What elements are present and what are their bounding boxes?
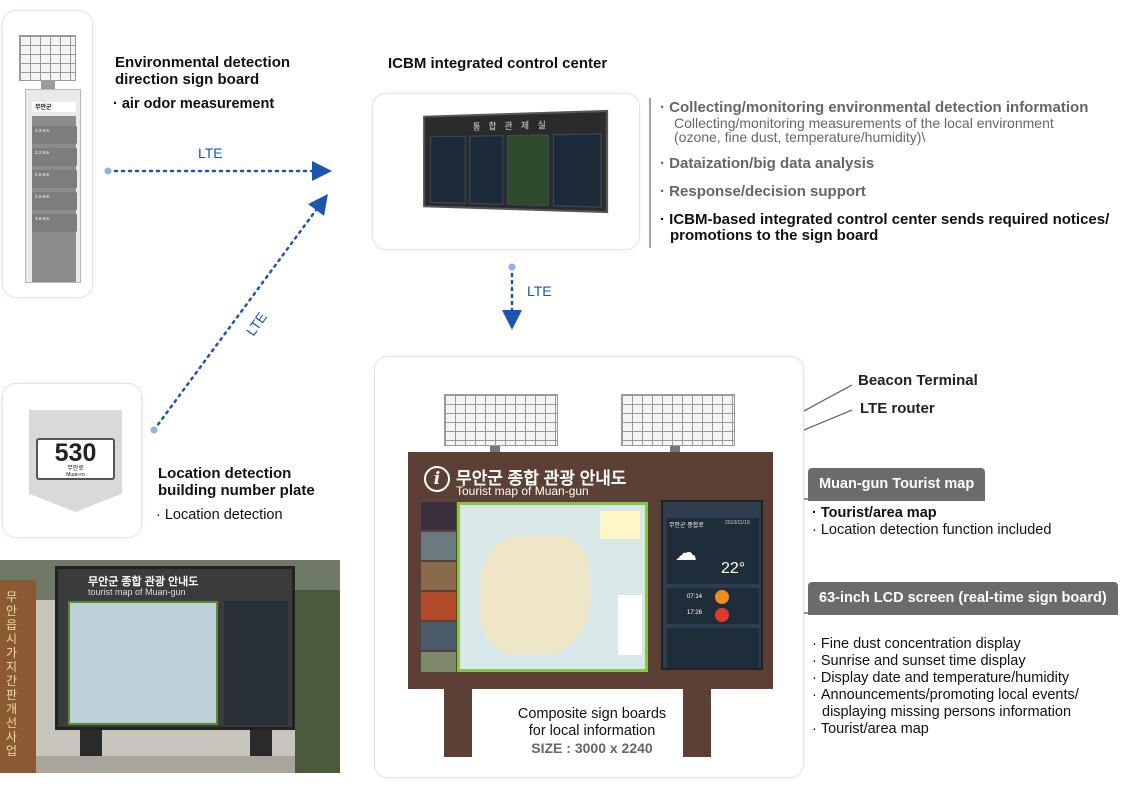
beacon-terminal-label: Beacon Terminal	[858, 372, 978, 389]
sign-post: 무안군 1.3 Km 2.2 Km 2.5 Km 2.9 Km 3.8 Km	[25, 89, 81, 283]
lcd-temp: 22°	[721, 560, 746, 577]
plate-title-2: building number plate	[158, 482, 315, 499]
building-number-plate: 530 무안로 Muan-ro	[29, 410, 122, 512]
lcd-tag: 63-inch LCD screen (real-time sign board…	[808, 582, 1118, 615]
board-caption: Composite sign boards for local informat…	[517, 706, 667, 756]
plate-road-en: Muan-ro	[66, 472, 85, 478]
lte-label-top: LTE	[198, 145, 223, 161]
control-center-title: ICBM integrated control center	[388, 55, 608, 72]
tourist-map-tag: Muan-gun Tourist map	[808, 468, 986, 501]
info-icon: i	[424, 466, 450, 492]
cc-item-4: ICBM-based integrated control center sen…	[660, 211, 1109, 243]
cc-item-2: Dataization/big data analysis	[660, 155, 874, 172]
lcd-sunset: 17:26	[687, 610, 703, 616]
tourist-map-bullet-1: Tourist/area map	[812, 505, 937, 522]
board-heading-en: Tourist map of Muan-gun	[456, 484, 589, 498]
dust-face-icon	[715, 590, 729, 604]
tourist-map	[457, 502, 648, 672]
dust-face-icon-2	[715, 608, 729, 622]
lcd-sunrise: 07:14	[687, 594, 703, 600]
sign-row: 2.2 Km	[32, 148, 77, 166]
lte-router-label: LTE router	[860, 400, 935, 417]
control-room-screen: 통 합 관 제 실	[423, 109, 609, 214]
sign-row: 3.8 Km	[32, 214, 77, 232]
lcd-date: 2019/11/19	[725, 520, 750, 526]
photo-heading: 무안군 종합 관광 안내도	[88, 576, 199, 588]
env-sign-bullet: air odor measurement	[113, 96, 274, 113]
lcd-bullets: Fine dust concentration display Sunrise …	[812, 636, 1079, 738]
env-sign-card: 무안군 1.3 Km 2.2 Km 2.5 Km 2.9 Km 3.8 Km	[2, 10, 93, 298]
photo-heading-en: tourist map of Muan-gun	[88, 587, 186, 597]
solar-panel-icon	[19, 35, 76, 81]
installed-board-photo: 무안읍시가지간판개선사업 무안군 종합 관광 안내도 tourist map o…	[0, 560, 340, 773]
solar-panel-left-icon	[444, 394, 558, 446]
plate-road: 무안로	[67, 466, 84, 472]
plate-number: 530	[54, 439, 97, 467]
sign-row: 2.5 Km	[32, 170, 77, 188]
lte-link-plate-to-center	[152, 193, 328, 432]
plate-bullet: Location detection	[156, 507, 283, 524]
photo-side-text: 무안읍시가지간판개선사업	[6, 590, 18, 758]
solar-panel-right-icon	[621, 394, 735, 446]
sign-row: 2.9 Km	[32, 192, 77, 210]
sign-header: 무안군	[32, 102, 76, 112]
env-sign-title-1: Environmental detection	[115, 54, 291, 71]
lcd-header: 무안군 종합로	[669, 523, 704, 529]
control-room-screen-title: 통 합 관 제 실	[472, 119, 550, 132]
cc-item-3: Response/decision support	[660, 183, 866, 200]
plate-title-1: Location detection	[158, 465, 292, 482]
sign-row: 1.3 Km	[32, 126, 77, 144]
tourist-map-bullet-2: Location detection function included	[812, 522, 1052, 539]
weather-icon: ☁	[675, 540, 697, 565]
env-sign-title-2: direction sign board	[115, 71, 260, 88]
cc-item-1: Collecting/monitoring environmental dete…	[660, 99, 1088, 144]
lte-label-vertical: LTE	[527, 283, 552, 299]
board-heading: 무안군 종합 관광 안내도	[456, 469, 627, 488]
lcd-screen: 무안군 종합로 2019/11/19 ☁ 22° 07:14 17:26	[661, 500, 763, 670]
